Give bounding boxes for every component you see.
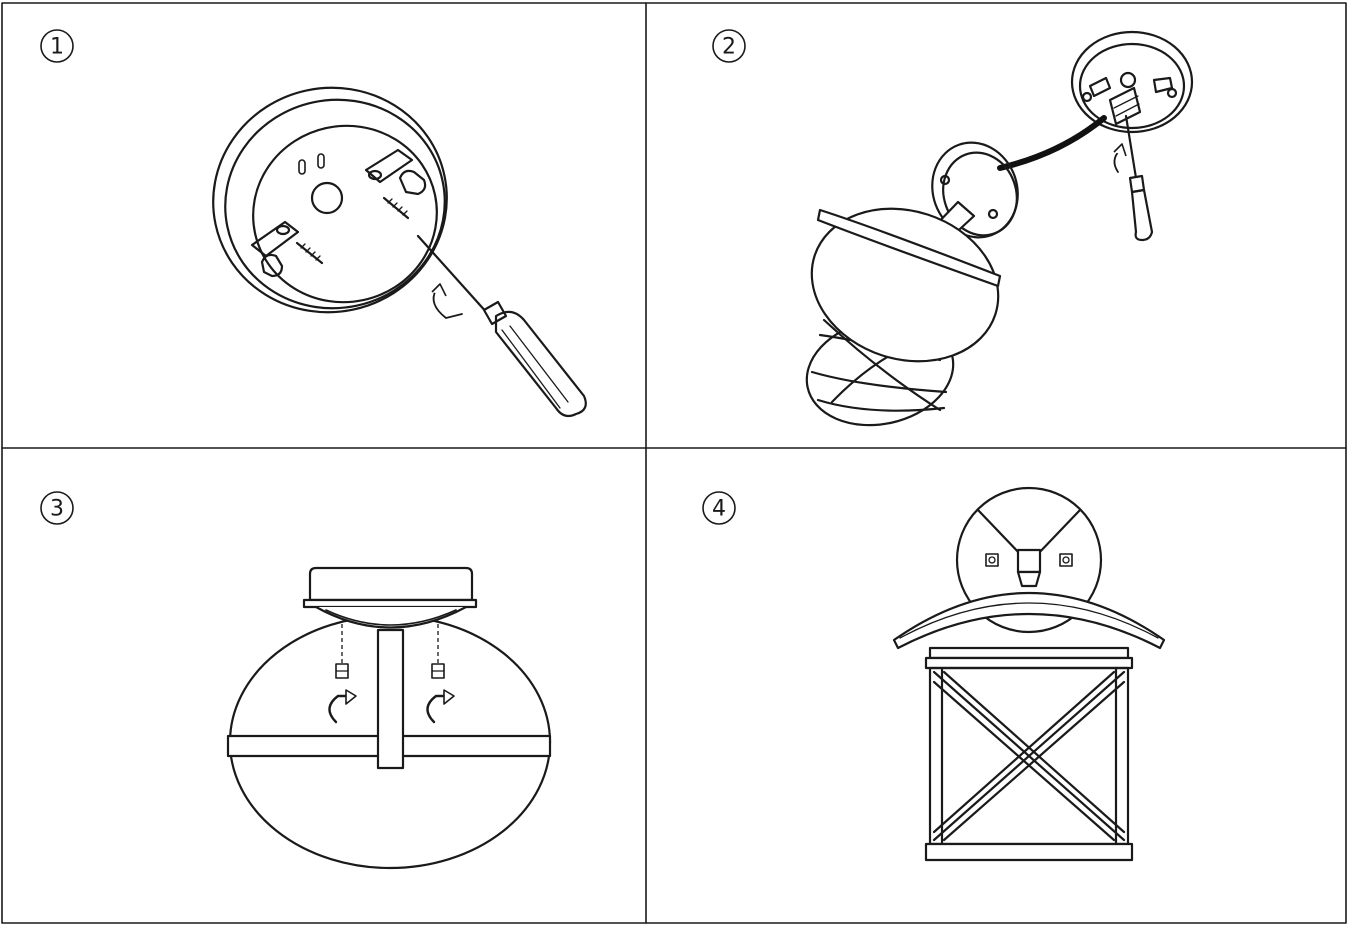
- wall-plate: [1070, 30, 1194, 134]
- screw-icon: [295, 196, 410, 265]
- mounting-plate: [212, 86, 448, 314]
- step3-illustration: [226, 566, 552, 870]
- rotate-arrow-icon: [431, 283, 463, 319]
- terminal-block: [1108, 86, 1142, 126]
- svg-text:4: 4: [712, 497, 726, 522]
- step-number-4: 4: [702, 491, 736, 525]
- lamp-arm: [376, 628, 405, 770]
- step-number-3: 3: [40, 491, 74, 525]
- step-number-2: 2: [712, 29, 746, 63]
- rotate-arrow-icon: [328, 689, 455, 724]
- lantern-cage: [924, 646, 1134, 862]
- step4-illustration: [892, 486, 1166, 862]
- lantern-body: [805, 207, 1002, 427]
- lamp-canopy: [302, 566, 478, 629]
- step-number-1: 1: [40, 29, 74, 63]
- svg-text:1: 1: [50, 35, 64, 60]
- step2-illustration: [805, 30, 1194, 427]
- wall-plate: [955, 486, 1103, 634]
- mount-nut-icon: [335, 624, 445, 679]
- step1-illustration: [212, 86, 587, 418]
- lamp-mounting-plate: [931, 141, 1019, 239]
- screwdriver-icon: [1124, 114, 1154, 242]
- power-cable: [997, 115, 1107, 171]
- svg-text:2: 2: [722, 35, 736, 60]
- svg-text:3: 3: [50, 497, 64, 522]
- lantern-roof: [892, 591, 1166, 650]
- rotate-arrow-icon: [1113, 143, 1127, 173]
- screwdriver-icon: [416, 234, 587, 418]
- lamp-arm: [1016, 548, 1042, 588]
